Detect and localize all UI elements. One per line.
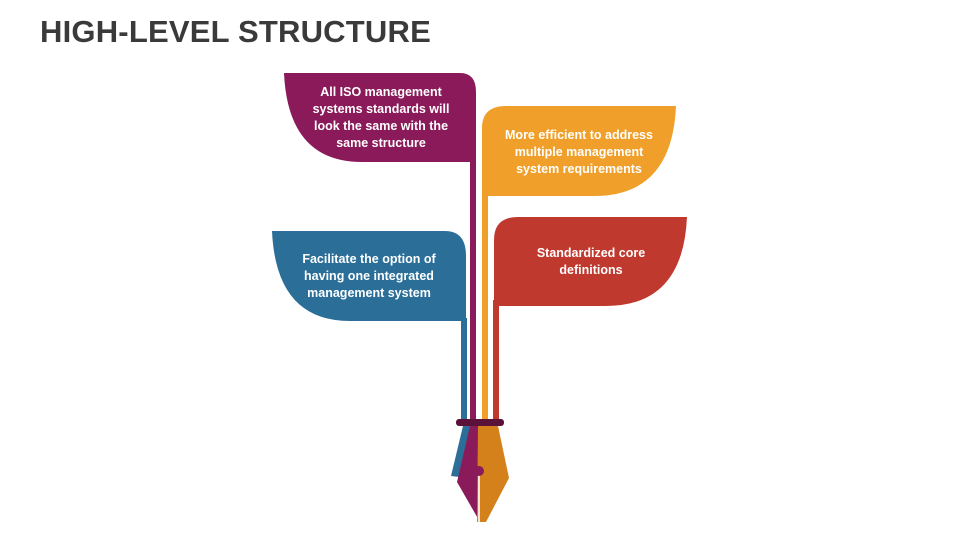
slide-title: HIGH-LEVEL STRUCTURE xyxy=(40,14,431,49)
blue-stem xyxy=(461,318,467,420)
pen-collar xyxy=(456,419,504,426)
leaf-text-core: Standardized core definitions xyxy=(536,246,646,277)
purple-stem xyxy=(470,160,476,420)
leaf-text-iso: All ISO management systems standards wil… xyxy=(312,85,450,150)
blue-leaf xyxy=(272,231,466,321)
red-leaf xyxy=(494,217,687,306)
red-stem xyxy=(493,300,499,420)
orange-stem xyxy=(482,192,488,420)
leaf-text-integrated: Facilitate the option of having one inte… xyxy=(302,252,436,300)
purple-leaf xyxy=(284,73,476,162)
orange-leaf xyxy=(482,106,676,196)
fountain-pen-nib-icon xyxy=(451,426,509,522)
leaf-text-efficient: More efficient to address multiple manag… xyxy=(505,128,653,176)
